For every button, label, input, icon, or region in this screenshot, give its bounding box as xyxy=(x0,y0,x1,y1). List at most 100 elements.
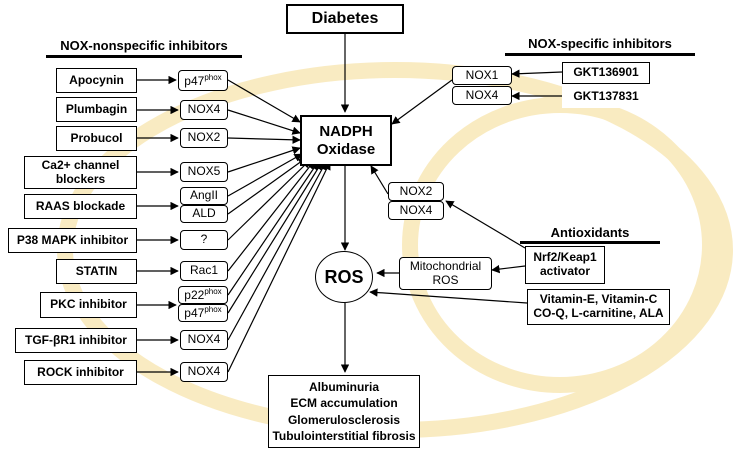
vitamins-box: Vitamin-E, Vitamin-C CO-Q, L-carnitine, … xyxy=(527,289,670,325)
vitamins-line1: Vitamin-E, Vitamin-C xyxy=(539,292,658,307)
nadph-label-line1: NADPH xyxy=(319,123,373,141)
target-label: ALD xyxy=(192,206,216,221)
inhibitor-raas-blockade: RAAS blockade xyxy=(24,194,137,219)
diabetes-label: Diabetes xyxy=(311,9,379,27)
nadph-label-line2: Oxidase xyxy=(316,140,376,158)
arrow-nox1-nadph xyxy=(391,79,453,125)
inhibitor-label-line2: blockers xyxy=(55,171,106,186)
target-label: AngII xyxy=(189,188,219,203)
antioxidants-underline xyxy=(520,241,660,244)
inhibitor-label: RAAS blockade xyxy=(35,198,126,213)
specific-target-nox4: NOX4 xyxy=(452,86,512,105)
arrow-p47b-nadph xyxy=(227,161,323,314)
arrow-rac1-nadph xyxy=(227,160,315,272)
target-nox2: NOX2 xyxy=(180,128,228,148)
arrow-ald-nadph xyxy=(227,157,307,215)
target-label: NOX1 xyxy=(465,67,499,82)
target-nox5: NOX5 xyxy=(180,162,228,182)
inhibitor-label: ROCK inhibitor xyxy=(37,364,124,379)
target-label: NOX2 xyxy=(187,130,221,145)
arrow-tgf-nox4-nadph xyxy=(227,161,327,341)
arrow-angii-nadph xyxy=(227,153,303,197)
mito-line2: ROS xyxy=(432,272,459,287)
target-label: NOX4 xyxy=(187,332,221,347)
target-label: p47phox xyxy=(184,72,222,88)
arrow-p47-nadph xyxy=(227,79,301,123)
inhibitor-plumbagin: Plumbagin xyxy=(56,97,137,122)
target-label: NOX5 xyxy=(187,164,221,179)
specific-heading: NOX-specific inhibitors xyxy=(528,36,672,51)
inhibitor-label: Plumbagin xyxy=(65,101,128,116)
drug-label: GKT137831 xyxy=(573,89,639,104)
target-p47phox-2: p47phox xyxy=(178,304,228,322)
inhibitor-label: Apocynin xyxy=(69,72,124,87)
target-p47phox: p47phox xyxy=(178,70,228,91)
drug-gkt137831: GKT137831 xyxy=(562,86,650,108)
target-label: p22phox xyxy=(184,287,222,303)
target-nox4-tgf: NOX4 xyxy=(180,330,228,350)
target-nox4: NOX4 xyxy=(180,100,228,120)
inhibitor-p38-mapk: P38 MAPK inhibitor xyxy=(8,228,137,253)
arrow-nrf2-noxpair xyxy=(445,200,526,249)
target-ald: ALD xyxy=(180,205,228,223)
target-label: NOX2 xyxy=(399,183,433,198)
inhibitor-tgf-br1: TGF-βR1 inhibitor xyxy=(15,328,137,353)
arrow-noxpair-nadph xyxy=(370,165,389,195)
target-nox4-rock: NOX4 xyxy=(180,362,228,382)
arrow-p22-nadph xyxy=(227,161,319,296)
inhibitor-rock: ROCK inhibitor xyxy=(24,360,137,385)
diabetes-box: Diabetes xyxy=(286,4,404,34)
ros-label: ROS xyxy=(324,266,364,287)
nonspecific-heading: NOX-nonspecific inhibitors xyxy=(60,38,228,53)
drug-gkt136901: GKT136901 xyxy=(562,62,650,84)
arrow-unknown-nadph xyxy=(227,159,311,241)
outcome-item: Albuminuria xyxy=(308,380,379,395)
specific-underline xyxy=(505,53,695,56)
specific-target-nox1: NOX1 xyxy=(452,66,512,85)
target-angii: AngII xyxy=(180,187,228,205)
target-p22phox: p22phox xyxy=(178,286,228,304)
nadph-oxidase-box: NADPH Oxidase xyxy=(300,115,392,166)
inhibitor-statin: STATIN xyxy=(56,259,137,284)
arrow-nox2-nadph xyxy=(227,135,301,144)
nox-pair-nox2: NOX2 xyxy=(388,182,444,201)
nox-pair-nox4: NOX4 xyxy=(388,201,444,220)
target-label: ? xyxy=(200,232,208,247)
target-unknown: ? xyxy=(180,230,228,250)
vitamins-line2: CO-Q, L-carnitine, ALA xyxy=(533,306,664,320)
inhibitor-label: PKC inhibitor xyxy=(50,297,127,312)
inhibitor-pkc: PKC inhibitor xyxy=(40,292,137,318)
target-label: NOX4 xyxy=(399,202,433,217)
nrf2-line1: Nrf2/Keap1 xyxy=(533,250,597,265)
arrow-rock-nox4-nadph xyxy=(227,161,331,373)
arrow-nox5-nadph xyxy=(227,146,301,173)
outcome-item: Glomerulosclerosis xyxy=(287,412,401,427)
arrow-gkt136901 xyxy=(511,69,563,78)
inhibitor-label: TGF-βR1 inhibitor xyxy=(25,332,127,347)
inhibitor-label: P38 MAPK inhibitor xyxy=(16,232,129,247)
inhibitor-ca-channel-blockers: Ca2+ channel blockers xyxy=(24,156,137,189)
outcome-item: ECM accumulation xyxy=(290,396,398,411)
nrf2-keap1-box: Nrf2/Keap1 activator xyxy=(525,246,605,284)
antioxidants-heading: Antioxidants xyxy=(550,225,630,240)
target-label: NOX4 xyxy=(187,364,221,379)
mitochondrial-ros-box: Mitochondrial ROS xyxy=(399,257,492,290)
drug-label: GKT136901 xyxy=(573,65,639,80)
inhibitor-probucol: Probucol xyxy=(56,126,137,151)
target-label: NOX4 xyxy=(465,87,499,102)
target-rac1: Rac1 xyxy=(180,261,228,281)
inhibitor-label-line1: Ca2+ channel xyxy=(41,157,120,172)
nrf2-line2: activator xyxy=(539,264,591,278)
outcomes-box: Albuminuria ECM accumulation Glomerulosc… xyxy=(268,375,420,448)
target-label: NOX4 xyxy=(187,102,221,117)
inhibitor-label: STATIN xyxy=(75,263,118,278)
target-label: Rac1 xyxy=(189,263,218,278)
inhibitor-label: Probucol xyxy=(70,130,123,145)
arrow-nox4-nadph xyxy=(227,109,301,135)
outcome-item: Tubulointerstitial fibrosis xyxy=(272,428,416,443)
ros-circle: ROS xyxy=(315,251,373,303)
arrow-nrf2-mito xyxy=(491,264,526,274)
mito-line1: Mitochondrial xyxy=(409,258,482,273)
arrow-vitamins-ros xyxy=(369,288,528,304)
